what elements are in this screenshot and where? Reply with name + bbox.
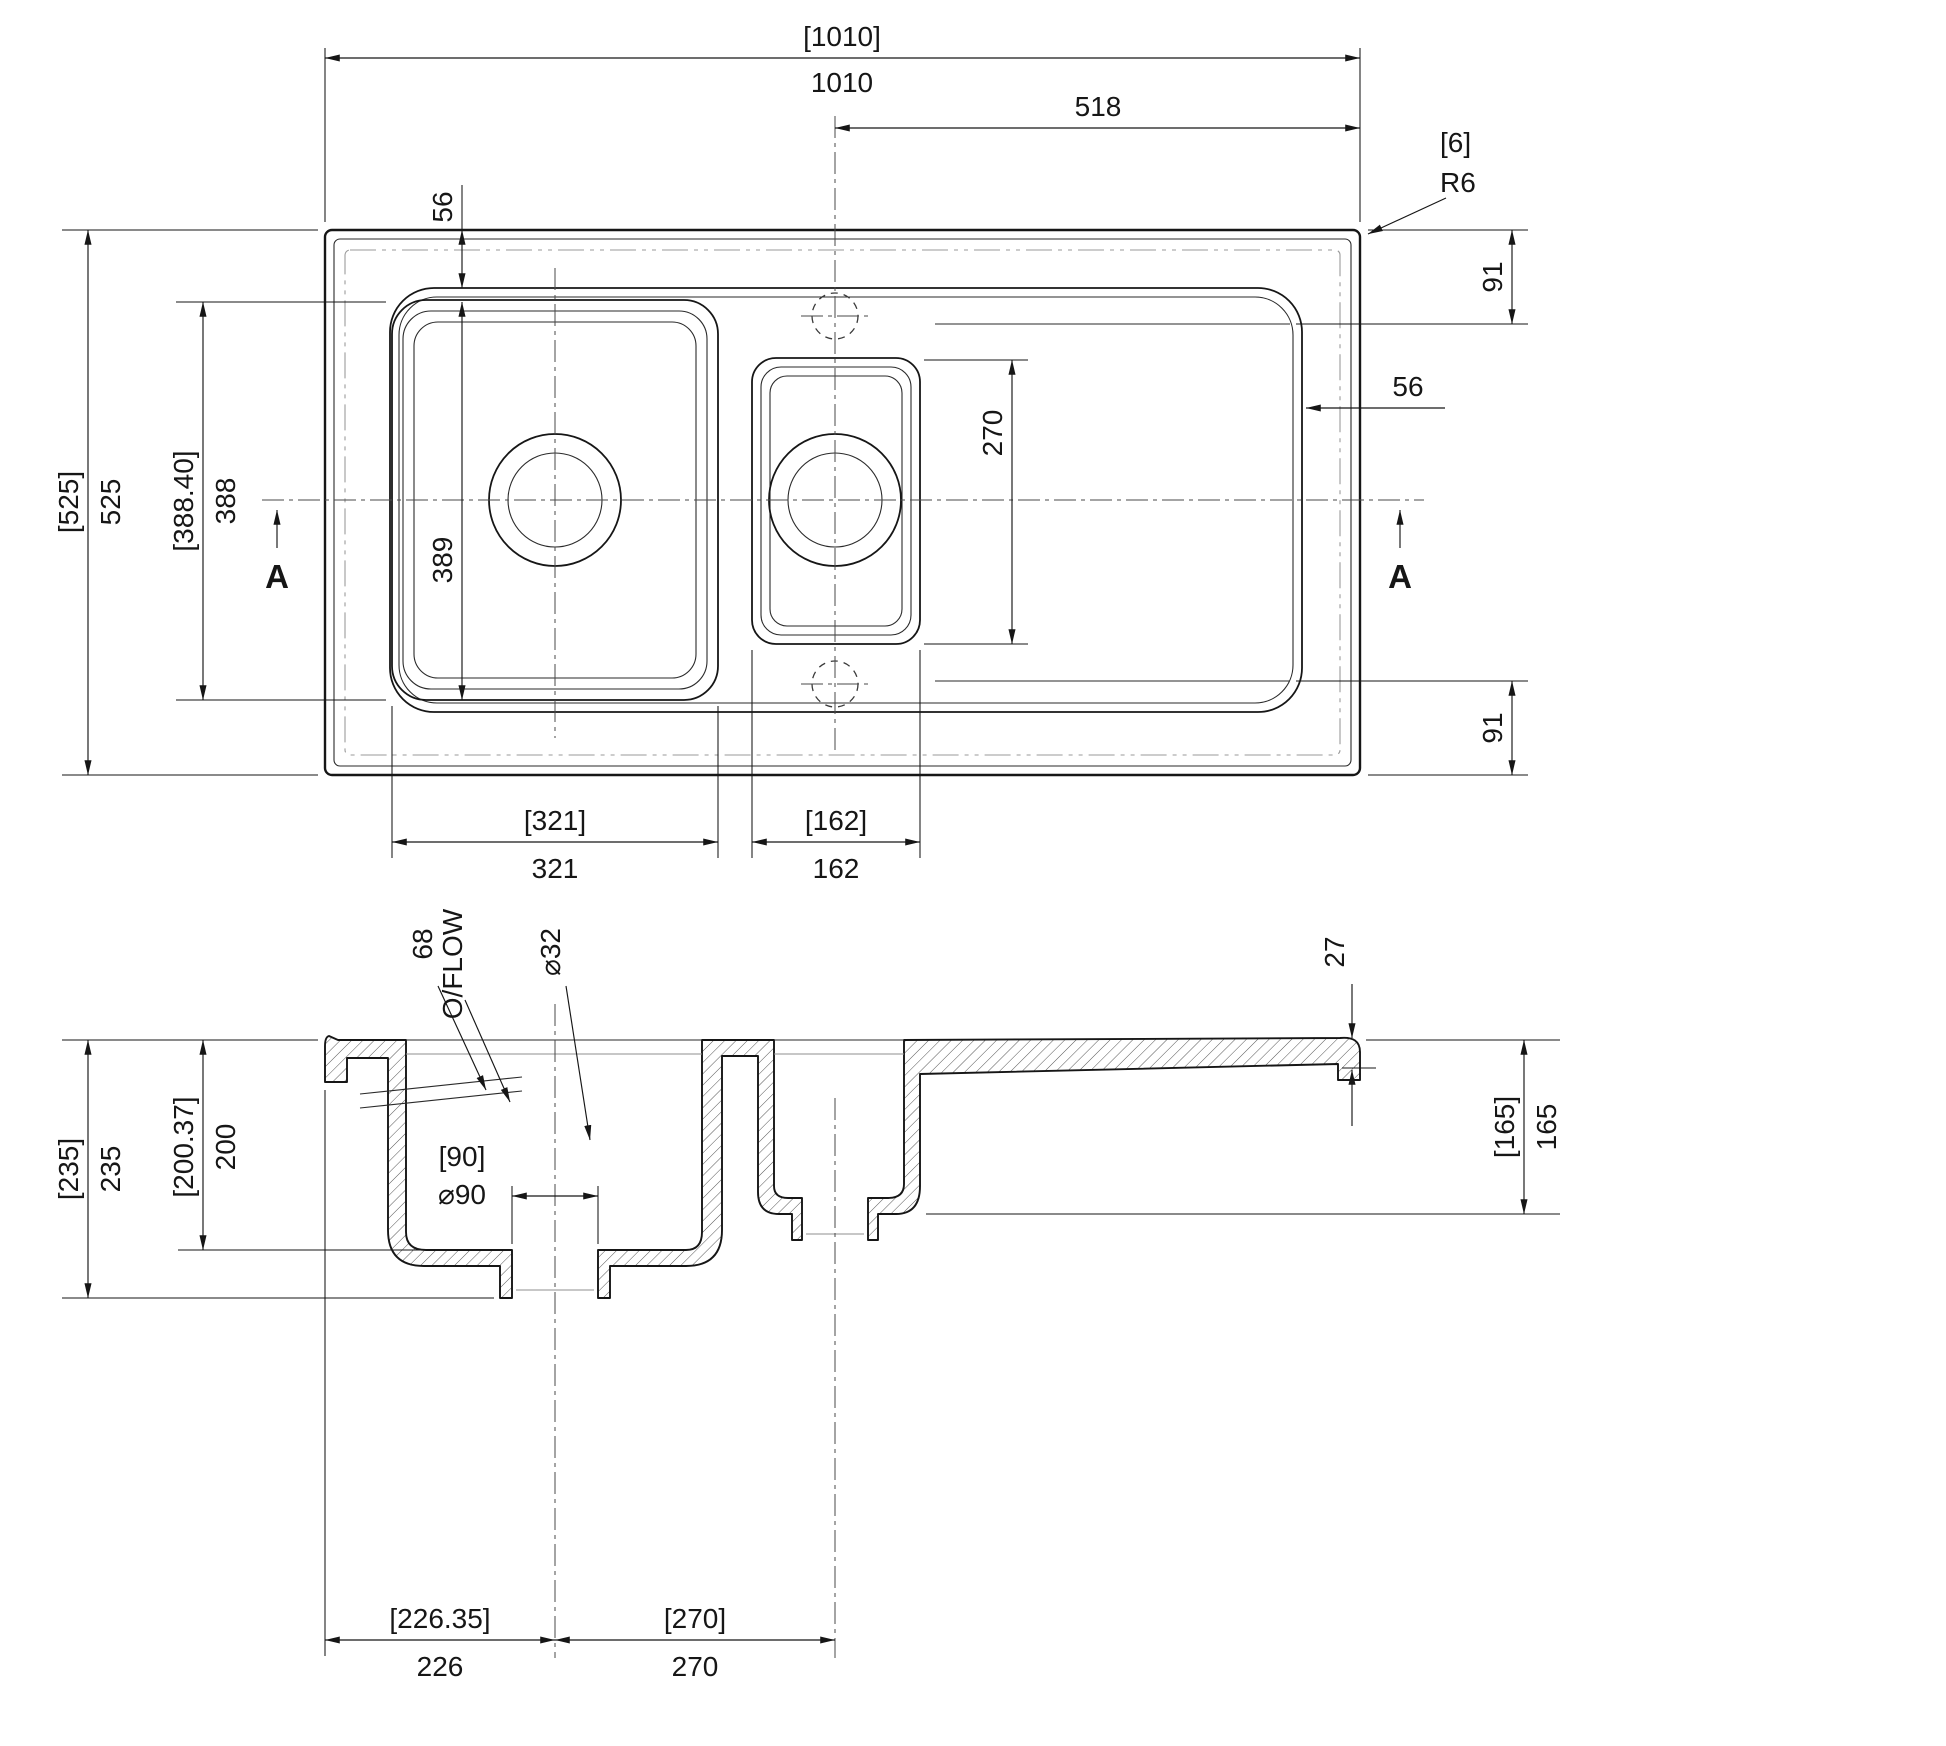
dim-bowl-inner-length-group: 389 — [427, 301, 466, 701]
overflow-callout-group: 68 O/FLOW — [407, 908, 511, 1103]
side-view-geometry — [324, 1035, 1361, 1299]
side-view: [235] 235 [200.37] 200 68 O/FLOW ⌀32 — [53, 908, 1562, 1682]
section-label-left: A — [265, 558, 289, 595]
dim-half-bowl-width-bracket: [162] — [805, 805, 867, 836]
dim-overall-width-bracket: [1010] — [803, 21, 881, 52]
dim-overflow-dia: ⌀32 — [535, 928, 566, 976]
dim-overall-depth-group: [525] 525 — [53, 229, 318, 776]
dim-drainer-offset-top: 91 — [1477, 261, 1508, 292]
top-view: [1010] 1010 518 [6] R6 56 91 — [53, 21, 1528, 884]
dim-bowl-width-bracket: [321] — [524, 805, 586, 836]
dim-overflow-height: 68 — [407, 928, 438, 959]
dim-drainer-thickness-group: 27 — [1319, 936, 1376, 1126]
dim-corner-radius: R6 — [1440, 167, 1476, 198]
dim-overall-width-group: [1010] 1010 — [324, 21, 1361, 222]
dim-rim-inset-right: 56 — [1392, 371, 1423, 402]
overflow-slot-line-2 — [359, 1090, 523, 1109]
dim-drain-offset: 226 — [417, 1651, 464, 1682]
dim-bowl-width-group: [321] 321 — [391, 706, 719, 884]
sink-outline — [323, 228, 1362, 777]
dim-bowl-length-group: [388.40] 388 — [168, 301, 386, 701]
sink-edge-inner — [333, 238, 1352, 767]
top-view-geometry — [323, 228, 1362, 777]
dim-overall-height-group: [235] 235 — [53, 1039, 494, 1299]
dim-drainer-offset-bottom: 91 — [1477, 712, 1508, 743]
dim-corner-radius-group: [6] R6 — [1367, 127, 1476, 235]
dim-half-bowl-width-group: [162] 162 — [751, 650, 921, 884]
section-drainer-and-right-wall — [867, 1036, 1361, 1241]
dim-drainer-thickness: 27 — [1319, 936, 1350, 967]
dim-drain-spacing: 270 — [672, 1651, 719, 1682]
dim-bowl-depth: 200 — [210, 1124, 241, 1171]
dim-drainer-offset-bottom-group: 91 — [1296, 680, 1528, 776]
dim-bowl-length-bracket: [388.40] — [168, 450, 199, 551]
dim-waste-dia: ⌀90 — [438, 1179, 486, 1210]
dim-half-bowl-depth-group: [165] 165 — [926, 1039, 1562, 1215]
overflow-label: O/FLOW — [437, 908, 468, 1019]
top-view-centerlines — [262, 116, 1424, 752]
half-bowl-inner — [769, 375, 903, 627]
dim-waste-dia-bracket: [90] — [439, 1141, 486, 1172]
dim-overall-height: 235 — [95, 1146, 126, 1193]
dim-rim-inset-top-group: 56 — [427, 185, 466, 289]
dim-rim-inset-right-group: 56 — [1305, 371, 1445, 412]
side-view-dimensions: [235] 235 [200.37] 200 68 O/FLOW ⌀32 — [53, 908, 1562, 1682]
top-view-dimensions: [1010] 1010 518 [6] R6 56 91 — [53, 21, 1528, 884]
dim-bowl-depth-bracket: [200.37] — [168, 1096, 199, 1197]
overflow-slot-line-1 — [359, 1076, 523, 1095]
dim-drain-offset-bracket: [226.35] — [389, 1603, 490, 1634]
dim-overall-height-bracket: [235] — [53, 1138, 84, 1200]
dim-tap-to-edge: 518 — [1075, 91, 1122, 122]
dim-half-bowl-length-group: 270 — [924, 359, 1028, 645]
dim-half-bowl-depth: 165 — [1531, 1104, 1562, 1151]
dim-bowl-width: 321 — [532, 853, 579, 884]
section-marker-right: A — [1388, 509, 1412, 595]
dim-bowl-length: 388 — [210, 478, 241, 525]
dim-bowl-inner-length: 389 — [427, 537, 458, 584]
dim-half-bowl-width: 162 — [813, 853, 860, 884]
dim-drain-spacing-group: [270] 270 — [554, 1603, 836, 1682]
section-left-bowl-left-wall — [324, 1035, 513, 1299]
dim-overall-depth: 525 — [95, 479, 126, 526]
dim-corner-bracket: [6] — [1440, 127, 1471, 158]
half-bowl-outer — [751, 357, 921, 645]
dim-half-bowl-depth-bracket: [165] — [1489, 1096, 1520, 1158]
dim-drain-offset-group: [226.35] 226 — [324, 1090, 556, 1682]
side-view-centerlines — [554, 1004, 836, 1658]
dim-tap-to-edge-group: 518 — [834, 91, 1361, 132]
overflow-dia-callout-group: ⌀32 — [535, 928, 592, 1141]
half-bowl-mid — [760, 366, 912, 636]
dim-half-bowl-length: 270 — [977, 410, 1008, 457]
section-divider-and-half-bowl-left — [597, 1039, 803, 1299]
dim-bowl-depth-group: [200.37] 200 — [168, 1039, 420, 1251]
dim-drain-spacing-bracket: [270] — [664, 1603, 726, 1634]
dim-overall-depth-bracket: [525] — [53, 471, 84, 533]
cutout-hidden-line — [344, 249, 1341, 756]
dim-waste-dia-group: [90] ⌀90 — [438, 1141, 599, 1244]
section-marker-left: A — [265, 509, 289, 595]
dim-drainer-offset-top-group: 91 — [1296, 229, 1528, 325]
dim-overall-width: 1010 — [811, 67, 873, 98]
dim-rim-inset-top: 56 — [427, 191, 458, 222]
section-label-right: A — [1388, 558, 1412, 595]
